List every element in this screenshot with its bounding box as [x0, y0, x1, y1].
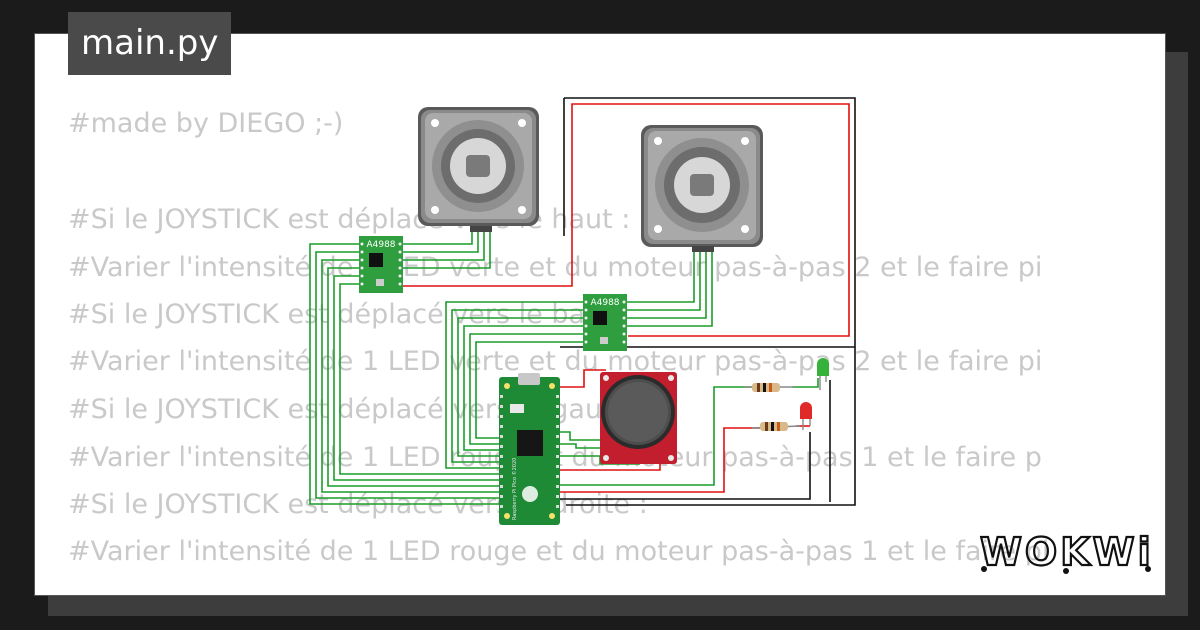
- code-line: #Varier l'intensité de 1 LED verte et du…: [68, 346, 1043, 377]
- resistor-1: [744, 383, 794, 392]
- code-line: #made by DIEGO ;-): [68, 108, 344, 139]
- green-led: [817, 358, 829, 390]
- stepper-motor-2: [641, 125, 763, 252]
- code-line: #Varier l'intensité de 1 LED rouge et du…: [68, 536, 1050, 567]
- wokwi-logo-text: WOKWi: [980, 530, 1154, 574]
- green-wires-driver-1: [309, 230, 500, 505]
- joystick-module: [600, 372, 677, 464]
- green-wires-driver-2: [445, 244, 713, 469]
- code-line: #Si le JOYSTICK est déplacé vers la gauc…: [68, 394, 669, 425]
- wokwi-logo: WOKWi: [979, 529, 1154, 575]
- code-line: #Si le JOYSTICK est déplacé vers le bas …: [68, 299, 617, 330]
- red-wires: [402, 103, 850, 493]
- a4988-driver-2: A4988: [583, 294, 627, 351]
- raspberry-pi-pico: Raspberry Pi Pico ©2020: [499, 373, 560, 525]
- pico-label: Raspberry Pi Pico ©2020: [511, 458, 518, 520]
- a4988-driver-1: A4988: [359, 236, 403, 293]
- file-tab[interactable]: main.py: [68, 12, 232, 75]
- green-wires-misc: [560, 378, 819, 486]
- resistor-2: [751, 422, 801, 431]
- code-line: #Varier l'intensité de 1 LED verte et du…: [68, 252, 1043, 283]
- stepper-motor-1: [418, 107, 539, 232]
- driver-1-label: A4988: [366, 240, 395, 250]
- driver-2-label: A4988: [590, 298, 619, 308]
- red-led: [800, 402, 812, 430]
